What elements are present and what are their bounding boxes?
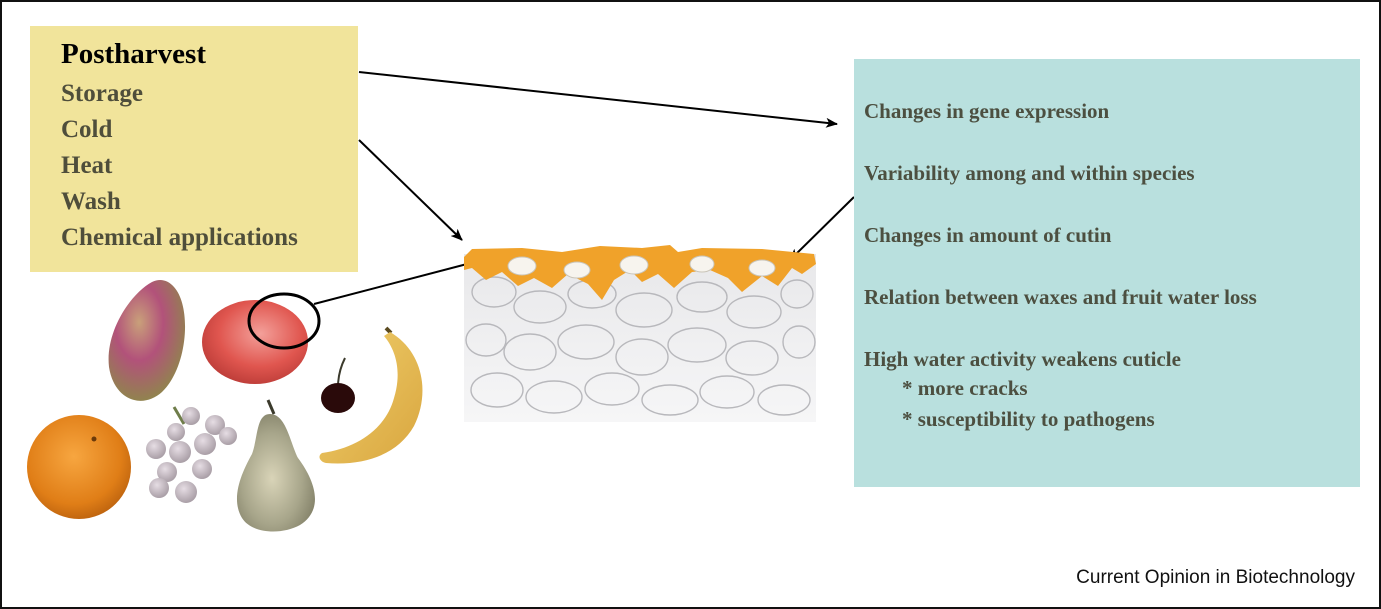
postharvest-title: Postharvest xyxy=(61,38,206,70)
grapes-icon xyxy=(146,406,237,503)
effect-sub-pathogens: * susceptibility to pathogens xyxy=(902,407,1155,431)
fruit-illustrations xyxy=(27,279,423,532)
effect-variability: Variability among and within species xyxy=(864,161,1195,185)
effect-waxes-water-loss: Relation between waxes and fruit water l… xyxy=(864,285,1257,309)
credit-line: Current Opinion in Biotechnology xyxy=(1076,567,1355,588)
arrow-effects-to-cuticle xyxy=(789,196,855,261)
effects-box: Changes in gene expression Variability a… xyxy=(854,59,1360,487)
effect-gene-expression: Changes in gene expression xyxy=(864,99,1110,123)
postharvest-item-heat: Heat xyxy=(61,152,113,179)
mango-icon xyxy=(108,279,186,401)
effect-water-activity: High water activity weakens cuticle xyxy=(864,347,1181,371)
arrow-postharvest-to-cuticle xyxy=(358,139,463,241)
effect-cutin: Changes in amount of cutin xyxy=(864,223,1112,247)
arrow-postharvest-to-effects xyxy=(358,71,838,128)
effect-sub-cracks: * more cracks xyxy=(902,376,1028,400)
postharvest-box: Postharvest Storage Cold Heat Wash Chemi… xyxy=(30,26,358,272)
pear-icon xyxy=(236,399,315,532)
orange-icon xyxy=(27,415,131,519)
zoom-line xyxy=(313,263,468,305)
cuticle-cross-section xyxy=(464,245,816,422)
postharvest-item-storage: Storage xyxy=(61,80,143,107)
banana-icon xyxy=(319,326,423,464)
cherry-icon xyxy=(321,357,355,413)
postharvest-item-wash: Wash xyxy=(61,188,121,215)
apple-icon xyxy=(202,300,308,384)
magnifier-circle xyxy=(247,292,321,350)
postharvest-item-chemical: Chemical applications xyxy=(61,224,298,251)
postharvest-item-cold: Cold xyxy=(61,116,113,143)
